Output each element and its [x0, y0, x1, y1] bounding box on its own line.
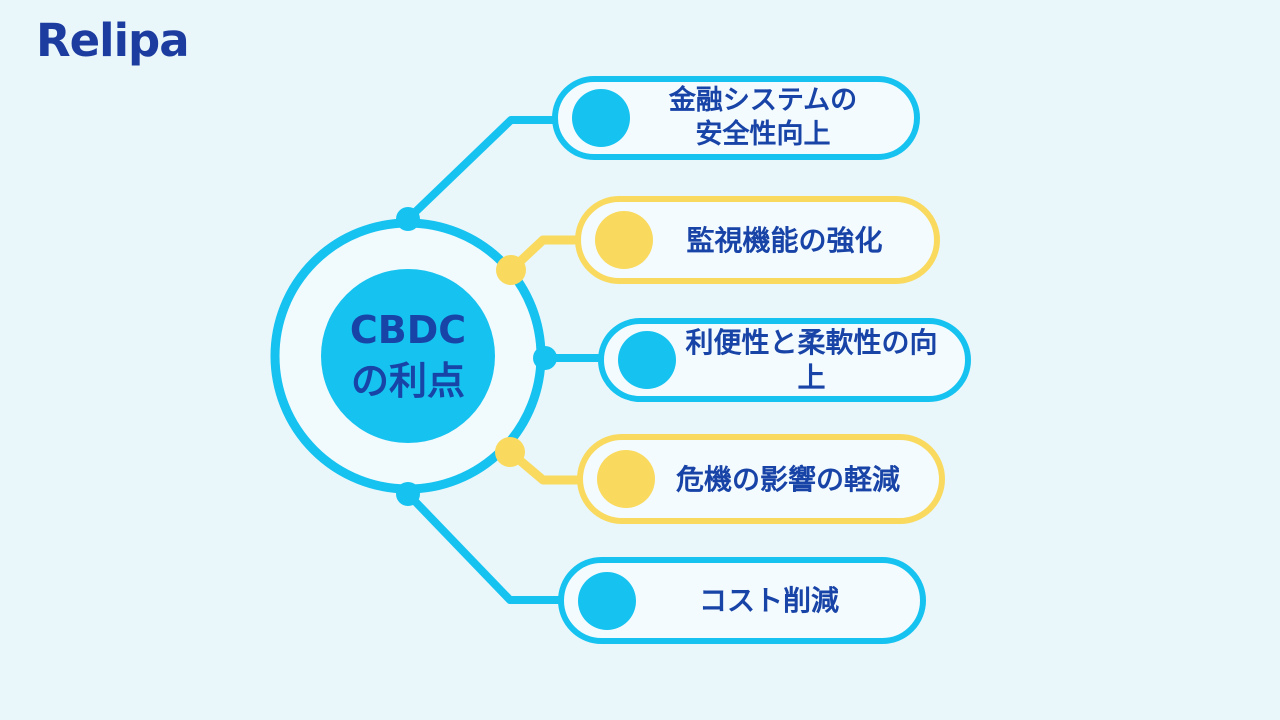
benefit-label-5: コスト削減 [698, 584, 839, 617]
hub-title: CBDC の利点 [349, 307, 467, 403]
connector-benefit-5 [404, 490, 572, 604]
hub-node-right [533, 346, 557, 370]
benefit-label-3: 利便性と柔軟性の向上 [685, 326, 938, 394]
bullet-circle-icon [578, 571, 636, 630]
bullet-circle-icon [595, 211, 653, 269]
bullet-circle-icon [572, 89, 630, 147]
hub-node-top [396, 207, 420, 231]
hub-node-lower-right [495, 437, 525, 467]
relipa-logo: Relipa [36, 14, 190, 67]
benefit-label-2: 監視機能の強化 [686, 223, 883, 257]
hub-node-bottom [396, 482, 420, 506]
hub-circle [321, 269, 495, 443]
benefit-pill-5: コスト削減 [558, 557, 926, 644]
benefit-pill-3: 利便性と柔軟性の向上 [598, 318, 971, 402]
bullet-circle-icon [597, 450, 655, 508]
bullet-circle-icon [618, 331, 676, 389]
benefit-label-1: 金融システムの 安全性向上 [668, 85, 858, 150]
benefit-label-4: 危機の影響の軽減 [675, 462, 900, 496]
hub-node-upper-right [496, 255, 526, 285]
benefit-pill-2: 監視機能の強化 [575, 196, 940, 284]
connector-benefit-1 [404, 116, 566, 223]
benefit-pill-4: 危機の影響の軽減 [577, 434, 945, 524]
benefit-pill-1: 金融システムの 安全性向上 [552, 76, 920, 160]
